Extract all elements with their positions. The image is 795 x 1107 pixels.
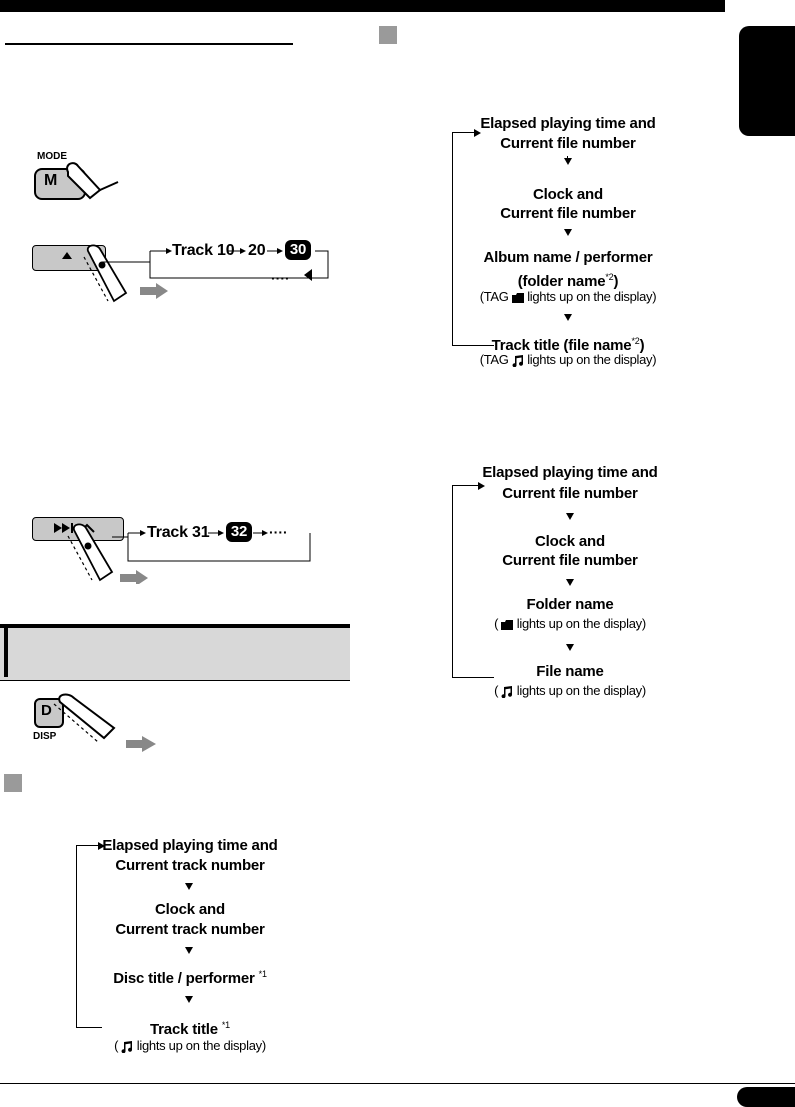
loop-line: [76, 845, 98, 846]
seq-top-item4-note: (TAG lights up on the display): [479, 352, 657, 367]
arrow-stem: [567, 156, 568, 160]
seq-top-item1-l2: Current file number: [500, 135, 636, 152]
eject-icon: [62, 252, 72, 259]
folder-icon: [501, 619, 514, 630]
seq-mid-item2-l1: Clock and: [535, 533, 605, 550]
track-skip-sequence: [102, 248, 329, 281]
seq-top-item4-l1: Track title (file name*2): [491, 336, 645, 354]
section-marker-bottom: [4, 774, 22, 792]
seq-mid-item3-l1: Folder name: [526, 596, 614, 613]
music-note-icon: [121, 1040, 133, 1053]
track-dots-2: ····: [269, 524, 288, 540]
section-title-box: [0, 624, 350, 681]
finger-press-icon: [66, 162, 119, 200]
seq-bottom-item1-l1: Elapsed playing time and: [102, 837, 278, 854]
disp-button[interactable]: [34, 698, 64, 728]
track-32-badge: 32: [226, 522, 252, 542]
seq-bottom-item3-l1: Disc title / performer *1: [113, 969, 267, 987]
track-next-sequence: [112, 530, 311, 562]
down-arrow-icon: [564, 314, 572, 321]
seq-bottom-item4-note: ( lights up on the display): [114, 1038, 266, 1053]
seq-mid-item3-note: ( lights up on the display): [494, 616, 646, 631]
loop-line: [76, 845, 77, 1028]
loop-line: [452, 677, 494, 678]
finger-hold-icon-2: [67, 523, 148, 584]
top-bar: [0, 0, 725, 12]
loop-line: [452, 132, 474, 133]
loop-line: [452, 345, 494, 346]
track-dots: ····: [271, 270, 290, 286]
disp-key-label: D: [41, 702, 52, 719]
track-30-badge: 30: [285, 240, 311, 260]
loop-line: [452, 485, 478, 486]
loop-line: [452, 485, 453, 678]
heading-underline: [5, 43, 293, 45]
track-20-label: 20: [248, 242, 266, 259]
music-note-icon: [512, 354, 523, 367]
seq-bottom-item2-l2: Current track number: [115, 921, 265, 938]
mode-label: MODE: [37, 151, 67, 162]
track-31-label: Track 31: [147, 524, 210, 541]
seq-mid-item4-l1: File name: [536, 663, 604, 680]
mode-key-label: M: [44, 172, 58, 189]
down-arrow-icon: [564, 229, 572, 236]
down-arrow-icon: [185, 996, 193, 1003]
finger-push-icon: [53, 693, 156, 752]
seq-bottom-item2-l1: Clock and: [155, 901, 225, 918]
down-arrow-icon: [185, 947, 193, 954]
down-arrow-icon: [566, 644, 574, 651]
section-marker-top: [379, 26, 397, 44]
down-arrow-icon: [566, 579, 574, 586]
down-arrow-icon: [564, 158, 572, 165]
down-arrow-icon: [566, 513, 574, 520]
seq-top-item3-l1: Album name / performer: [483, 249, 653, 266]
seq-mid-item1-l1: Elapsed playing time and: [482, 464, 658, 481]
right-arrow-icon: [478, 482, 485, 490]
seq-mid-item1-l2: Current file number: [502, 485, 638, 502]
seq-mid-item2-l2: Current file number: [502, 552, 638, 569]
seq-top-item2-l1: Clock and: [533, 186, 603, 203]
down-arrow-icon: [185, 883, 193, 890]
folder-icon: [511, 292, 524, 303]
loop-line: [76, 1027, 102, 1028]
track-10-label: Track 10: [172, 242, 235, 259]
seq-top-item3-l2: (folder name*2): [517, 272, 619, 290]
seq-top-item2-l2: Current file number: [500, 205, 636, 222]
page-number-tab: [737, 1087, 795, 1107]
seq-bottom-item1-l2: Current track number: [115, 857, 265, 874]
language-tab: [739, 26, 795, 136]
seq-top-item3-note: (TAG lights up on the display): [479, 289, 657, 304]
seq-bottom-item4-l1: Track title *1: [150, 1020, 230, 1038]
seq-top-item1-l1: Elapsed playing time and: [480, 115, 656, 132]
music-note-icon: [501, 685, 513, 698]
footer-rule: [0, 1083, 795, 1084]
loop-line: [452, 132, 453, 346]
section-title-bar: [4, 628, 8, 677]
disp-label: DISP: [33, 731, 57, 742]
finger-hold-icon: [83, 244, 168, 303]
right-arrow-icon: [98, 842, 105, 850]
seq-mid-item4-note: ( lights up on the display): [494, 683, 646, 698]
right-arrow-icon: [474, 129, 481, 137]
